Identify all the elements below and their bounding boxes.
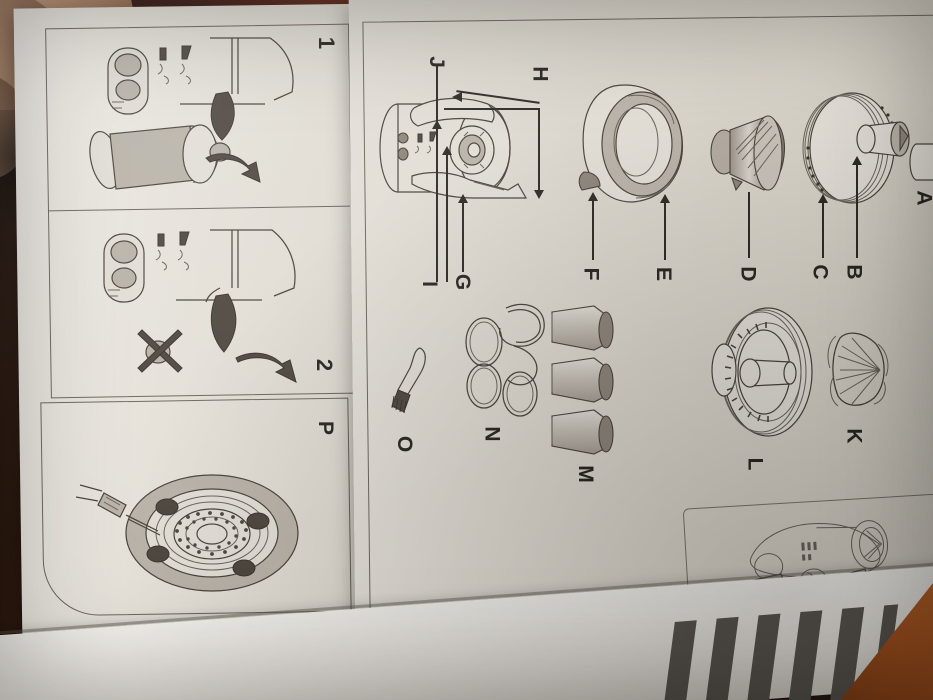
base-plug-illustration xyxy=(62,455,342,605)
part-label-O: O xyxy=(393,435,417,453)
bowl-housing-illustration xyxy=(570,80,700,210)
arrow-F xyxy=(588,192,598,201)
part-label-J: J xyxy=(424,56,448,68)
part-label-N: N xyxy=(480,426,504,442)
part-A-illustration xyxy=(906,140,933,190)
arrow-I xyxy=(442,146,452,155)
arrow-G xyxy=(458,194,468,203)
part-label-H: H xyxy=(528,66,552,82)
leader-line-H-horizontal xyxy=(444,108,540,110)
arrow-J xyxy=(432,120,442,129)
leader-line-C xyxy=(822,200,824,258)
leader-line-B xyxy=(856,162,858,258)
part-label-D: D xyxy=(736,266,760,282)
leader-line-I xyxy=(446,150,448,282)
part-label-A: A xyxy=(912,190,933,205)
step-1-illustration xyxy=(60,30,350,210)
cone-filter-illustration xyxy=(706,106,792,198)
step-2-illustration xyxy=(60,222,350,390)
part-label-E: E xyxy=(652,266,676,282)
part-label-C: C xyxy=(808,264,832,280)
nozzles-illustration xyxy=(548,305,630,456)
leader-line-J xyxy=(436,66,438,282)
gear-disc-illustration xyxy=(706,302,826,452)
arrow-H-down xyxy=(534,190,544,199)
leader-line-G xyxy=(462,200,464,272)
part-label-F: F xyxy=(579,267,603,281)
motor-unit-illustration xyxy=(376,86,556,216)
step-number-2: 2 xyxy=(312,358,338,372)
arrow-B xyxy=(852,156,862,165)
part-label-M: M xyxy=(573,465,597,483)
leader-line-D xyxy=(748,192,750,258)
leader-line-H xyxy=(538,108,540,192)
part-label-B: B xyxy=(842,264,866,280)
sealing-rings-illustration xyxy=(458,300,564,420)
part-label-I: I xyxy=(417,281,441,287)
arrow-C xyxy=(818,194,828,203)
citrus-reamer-illustration xyxy=(818,326,902,416)
cleaning-brush-illustration xyxy=(391,346,436,426)
part-label-G: G xyxy=(451,273,475,291)
leader-line-E xyxy=(664,200,666,260)
part-label-P: P xyxy=(314,420,338,436)
step-number-1: 1 xyxy=(314,36,340,50)
lid-disc-illustration xyxy=(796,90,926,210)
arrow-H-left xyxy=(452,92,462,102)
part-label-L: L xyxy=(743,457,767,471)
leader-line-F xyxy=(592,198,594,260)
part-label-K: K xyxy=(842,428,866,444)
arrow-E xyxy=(660,194,670,203)
